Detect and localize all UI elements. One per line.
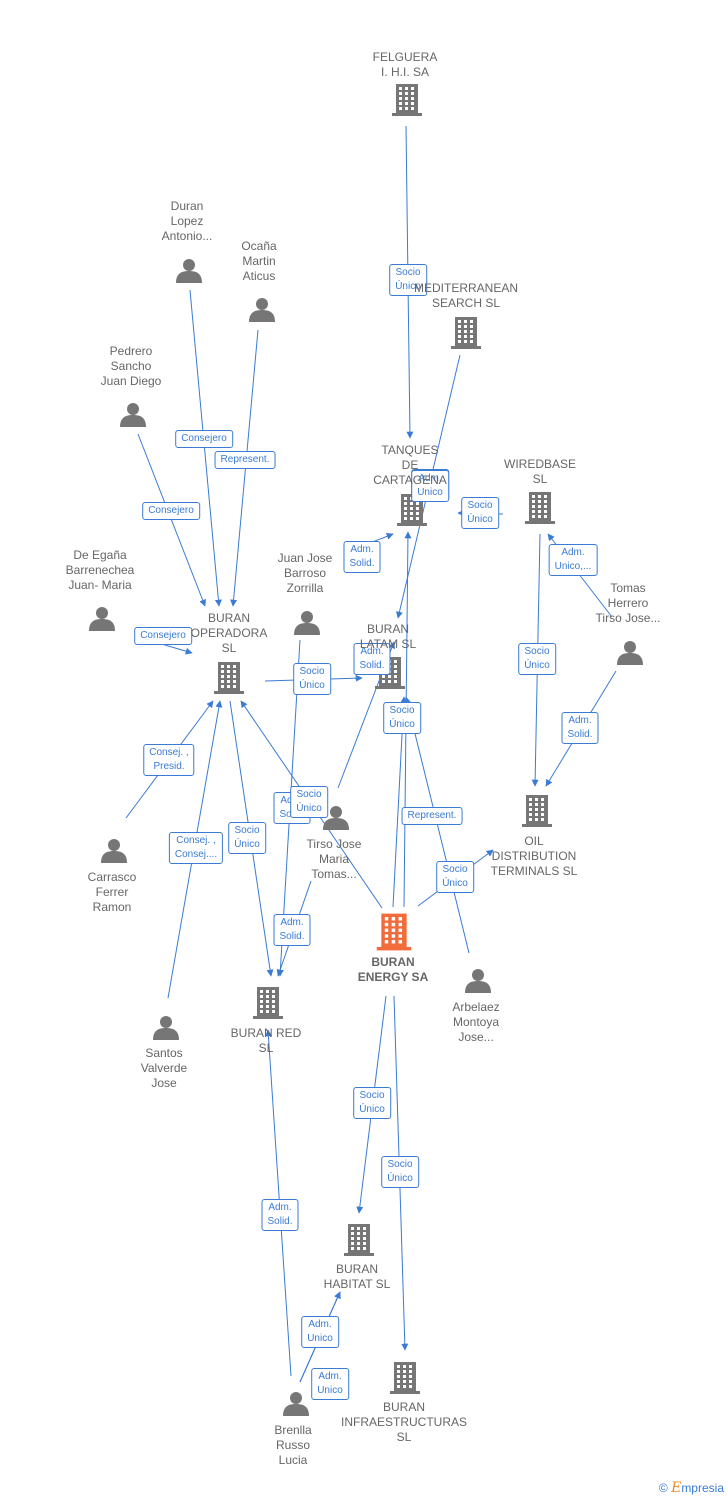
node-label-felguera[interactable]: FELGUERA I. H.I. SA <box>372 50 438 79</box>
edge-label-felguera-tanques[interactable]: Socio Único <box>389 264 427 296</box>
edge-label-brenlla-red[interactable]: Adm. Solid. <box>261 1199 299 1231</box>
building-icon-operadora[interactable] <box>214 662 244 694</box>
building-icon-infra[interactable] <box>390 1362 420 1394</box>
person-icon-deegana[interactable] <box>89 607 115 631</box>
person-icon-tomas[interactable] <box>617 641 643 665</box>
person-icon-ocana[interactable] <box>249 298 275 322</box>
empresia-brand[interactable]: © Empresia <box>659 1480 724 1496</box>
node-label-pedrero[interactable]: Pedrero Sancho Juan Diego <box>100 344 162 388</box>
building-icon-mediterranean[interactable] <box>451 317 481 349</box>
edge-label-energy-oil[interactable]: Socio Único <box>436 861 474 893</box>
node-label-energy[interactable]: BURAN ENERGY SA <box>357 955 429 984</box>
edge-label-deegana-operadora[interactable]: Consejero <box>134 627 192 645</box>
node-label-tomas[interactable]: Tomas Herrero Tirso Jose... <box>595 581 661 625</box>
edge-label-wiredbase-oil[interactable]: Socio Único <box>518 643 556 675</box>
edge-label-ocana-operadora[interactable]: Represent. <box>214 451 276 469</box>
node-label-duran[interactable]: Duran Lopez Antonio... <box>161 199 213 243</box>
copyright-symbol: © <box>658 1481 668 1495</box>
edge-label-energy-habitat[interactable]: Socio Único <box>353 1087 391 1119</box>
edge-label-energy-latam[interactable]: Socio Único <box>383 702 421 734</box>
node-label-latam[interactable]: BURAN LATAM SL <box>359 622 417 651</box>
person-icon-duran[interactable] <box>176 259 202 283</box>
edge-label-tomas-oil[interactable]: Adm. Solid. <box>561 712 599 744</box>
edge-label-tomas-wiredbase[interactable]: Adm. Unico,... <box>548 544 598 576</box>
edge-label-duran-operadora[interactable]: Consejero <box>175 430 233 448</box>
edge-label-tirso-red[interactable]: Adm. Solid. <box>273 914 311 946</box>
building-icon-felguera[interactable] <box>392 84 422 116</box>
person-icon-tirso[interactable] <box>323 806 349 830</box>
edge-label-operadora-latam[interactable]: Socio Único <box>293 663 331 695</box>
building-icon-energy[interactable] <box>376 913 412 951</box>
edge-label-pedrero-operadora[interactable]: Consejero <box>142 502 200 520</box>
node-label-brenlla[interactable]: Brenlla Russo Lucia <box>274 1423 312 1467</box>
node-label-deegana[interactable]: De Egaña Barrenechea Juan- Maria <box>65 548 135 592</box>
person-icon-brenlla[interactable] <box>283 1392 309 1416</box>
edge-arbelaez-latam <box>404 696 470 954</box>
person-icon-carrasco[interactable] <box>101 839 127 863</box>
person-icon-juanjose[interactable] <box>294 611 320 635</box>
edge-label-brenlla-habitat[interactable]: Adm. Unico <box>301 1316 339 1348</box>
node-label-operadora[interactable]: BURAN OPERADORA SL <box>190 611 268 655</box>
person-icon-arbelaez[interactable] <box>465 969 491 993</box>
edge-label-energy-tanques[interactable]: Adm. Unico <box>411 470 449 502</box>
node-label-tanques[interactable]: TANQUES DE CARTAGENA <box>373 443 447 487</box>
node-label-red[interactable]: BURAN RED SL <box>230 1026 302 1055</box>
building-icon-habitat[interactable] <box>344 1224 374 1256</box>
building-icon-wiredbase[interactable] <box>525 492 555 524</box>
edge-label-wiredbase-tanques[interactable]: Socio Único <box>461 497 499 529</box>
node-label-wiredbase[interactable]: WIREDBASE SL <box>503 457 577 486</box>
edge-pedrero-operadora <box>137 433 206 607</box>
node-label-habitat[interactable]: BURAN HABITAT SL <box>323 1262 391 1291</box>
edge-label-energy-operadora[interactable]: Socio Único <box>290 786 328 818</box>
edge-label-brenlla-habitat[interactable]: Adm. Unico <box>311 1368 349 1400</box>
node-label-tirso[interactable]: Tirso Jose Maria Tomas... <box>306 837 362 881</box>
building-icon-red[interactable] <box>253 987 283 1019</box>
edge-label-arbelaez-latam[interactable]: Represent. <box>401 807 463 825</box>
edge-label-operadora-red[interactable]: Socio Único <box>228 822 266 854</box>
node-label-mediterranean[interactable]: MEDITERRANEAN SEARCH SL <box>413 281 519 310</box>
node-label-juanjose[interactable]: Juan Jose Barroso Zorrilla <box>277 551 333 595</box>
person-icon-santos[interactable] <box>153 1016 179 1040</box>
building-icon-oil[interactable] <box>522 795 552 827</box>
node-label-santos[interactable]: Santos Valverde Jose <box>140 1046 188 1090</box>
edge-label-tirso-latam[interactable]: Adm. Solid. <box>353 643 391 675</box>
edge-label-santos-operadora[interactable]: Consej. , Consej.... <box>168 832 224 864</box>
node-label-oil[interactable]: OIL DISTRIBUTION TERMINALS SL <box>490 834 578 878</box>
brand-initial: E <box>671 1480 682 1496</box>
node-label-carrasco[interactable]: Carrasco Ferrer Ramon <box>87 870 137 914</box>
edge-label-energy-infra[interactable]: Socio Único <box>381 1156 419 1188</box>
node-label-infra[interactable]: BURAN INFRAESTRUCTURAS SL <box>340 1400 468 1444</box>
node-label-arbelaez[interactable]: Arbelaez Montoya Jose... <box>452 1000 500 1044</box>
brand-name: mpresia <box>681 1481 724 1495</box>
edge-label-carrasco-operadora[interactable]: Consej. , Presid. <box>143 744 195 776</box>
edge-duran-operadora <box>189 289 222 607</box>
node-label-ocana[interactable]: Ocaña Martin Aticus <box>241 239 277 283</box>
edge-label-juanjose-tanques[interactable]: Adm. Solid. <box>343 541 381 573</box>
person-icon-pedrero[interactable] <box>120 403 146 427</box>
